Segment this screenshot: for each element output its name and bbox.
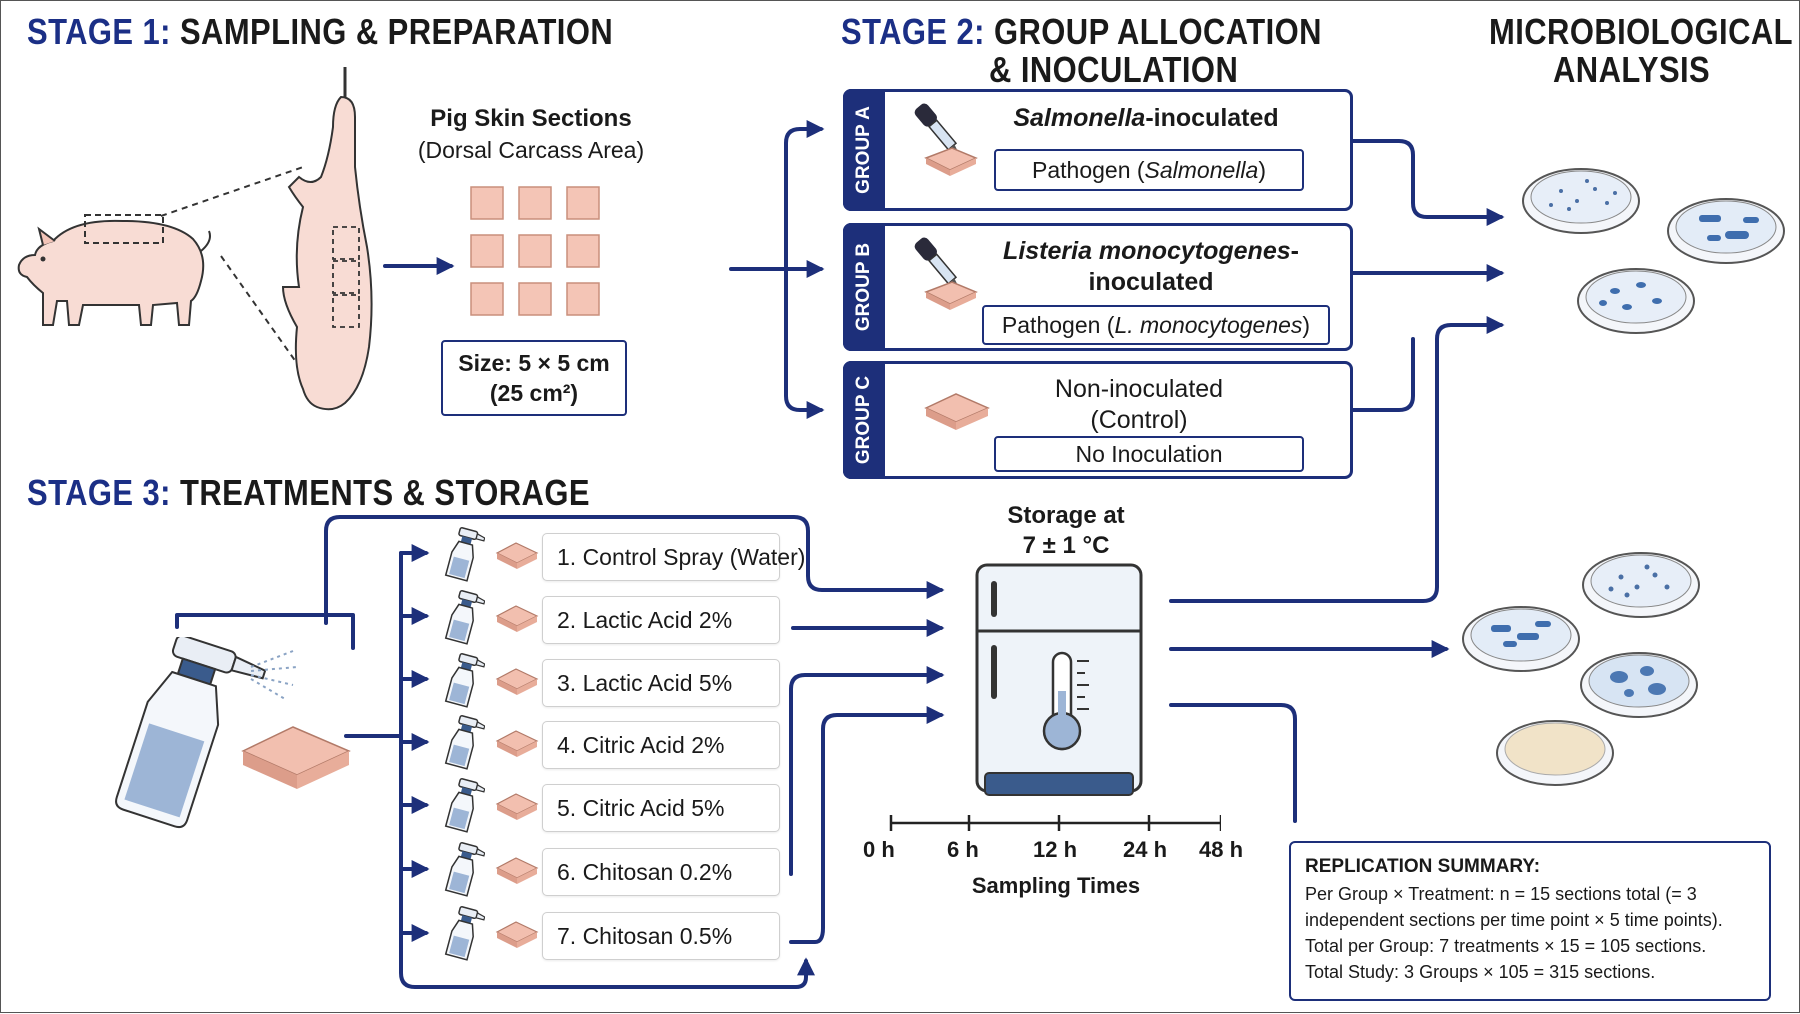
pig-icon	[17, 214, 211, 326]
stage3-title: STAGE 3: TREATMENTS & STORAGE	[27, 472, 590, 514]
hanging-carcass-icon	[281, 67, 373, 411]
petri-dishes-bottom	[1462, 552, 1700, 786]
stage1-number: STAGE 1:	[27, 11, 171, 52]
arrow-group-a-analysis	[1351, 139, 1505, 226]
size-line2: (25 cm²)	[489, 380, 579, 406]
spray-bracket	[175, 613, 355, 650]
group-c-tab: GROUP C	[843, 361, 885, 479]
refrigerator-icon	[975, 563, 1143, 796]
group-c-no-inoculation-box: No Inoculation	[994, 436, 1304, 472]
petri-dishes-top	[1522, 168, 1785, 334]
skin-sample-icon	[495, 668, 539, 695]
size-line1: Size: 5 × 5 cm	[458, 350, 610, 376]
skin-sample-icon	[495, 542, 539, 569]
treatment-label: 6. Chitosan 0.2%	[542, 848, 780, 896]
skin-sample-icon	[495, 605, 539, 632]
stage1-heading: SAMPLING & PREPARATION	[179, 11, 614, 52]
stage2-heading-line1: GROUP ALLOCATION	[993, 11, 1322, 52]
skin-sections-grid	[470, 186, 600, 316]
spray-bottle-icon	[115, 637, 298, 829]
arrow-t7-storage	[789, 706, 945, 944]
arrow-to-group-c	[784, 267, 825, 419]
spray-bottle-icon	[444, 527, 485, 582]
spray-bottle-icon	[444, 715, 485, 770]
replication-line: Total Study: 3 Groups × 105 = 315 sectio…	[1305, 962, 1656, 982]
petri-dish-icon	[1667, 198, 1785, 264]
spray-bottle-icon	[444, 590, 485, 645]
arrow-storage-summary	[1169, 703, 1297, 823]
group-b-tab: GROUP B	[843, 223, 885, 351]
treatment-label: 4. Citric Acid 2%	[542, 721, 780, 769]
storage-line1: Storage at	[1007, 502, 1125, 529]
treatment-label: 7. Chitosan 0.5%	[542, 912, 780, 960]
arrow-to-group-a	[784, 120, 825, 271]
time-24h: 24 h	[1123, 837, 1168, 862]
treatment-label: 1. Control Spray (Water)	[542, 533, 805, 581]
arrow-t6-storage	[789, 666, 945, 876]
arrow-storage-analysis-top	[1169, 316, 1505, 603]
spray-bottle-icon	[444, 842, 485, 897]
group-a-pathogen-box: Pathogen (Salmonella)	[994, 149, 1304, 191]
group-a-title: Salmonella-inoculated	[1013, 104, 1279, 132]
analysis-heading-line1: MICROBIOLOGICAL	[1489, 11, 1793, 52]
petri-dish-icon	[1582, 552, 1700, 618]
dropper-icon	[914, 237, 978, 310]
storage-label: Storage at 7 ± 1 °C	[981, 501, 1151, 561]
analysis-heading-line2: ANALYSIS	[1553, 49, 1711, 90]
stage2-heading-line2: & INOCULATION	[989, 49, 1239, 90]
arrow-loop-control	[324, 515, 945, 625]
treatment-label: 3. Lactic Acid 5%	[542, 659, 780, 707]
skin-sample-icon	[495, 857, 539, 884]
group-b-pathogen-box: Pathogen (L. monocytogenes)	[982, 305, 1330, 345]
sampling-times-label: Sampling Times	[971, 873, 1141, 898]
distributor-bottom-loop	[399, 551, 815, 989]
sampling-timeline	[889, 815, 1221, 831]
time-12h: 12 h	[1033, 837, 1078, 862]
treatment-label: 5. Citric Acid 5%	[542, 784, 780, 832]
skin-sample-icon	[241, 726, 351, 789]
time-48h: 48 h	[1199, 837, 1244, 862]
replication-summary-title: REPLICATION SUMMARY:	[1305, 856, 1541, 877]
replication-line: Per Group × Treatment: n = 15 sections t…	[1305, 884, 1697, 904]
spray-bottle-icon	[444, 653, 485, 708]
stage1-title: STAGE 1: SAMPLING & PREPARATION	[27, 11, 613, 53]
petri-dish-icon	[1580, 652, 1698, 718]
storage-temperature: 7 ± 1 °C	[1022, 532, 1110, 559]
skin-sample-icon	[495, 793, 539, 820]
group-c-card: GROUP C Non-inoculated (Control) No Inoc…	[843, 361, 1353, 479]
group-a-card: GROUP A Salmonella-inoculated Pathogen (…	[843, 89, 1353, 211]
size-box: Size: 5 × 5 cm (25 cm²)	[441, 340, 627, 416]
group-a-tab: GROUP A	[843, 89, 885, 211]
skin-sample-icon	[495, 921, 539, 948]
group-b-title: Listeria monocytogenes- inoculated	[1003, 237, 1299, 296]
petri-dish-icon	[1577, 268, 1695, 334]
dropper-icon	[914, 103, 978, 176]
replication-summary-text: Per Group × Treatment: n = 15 sections t…	[1305, 881, 1769, 985]
stage2-title: STAGE 2: GROUP ALLOCATION	[841, 11, 1322, 53]
time-6h: 6 h	[947, 837, 979, 862]
petri-dish-icon	[1462, 606, 1580, 672]
replication-line: independent sections per time point × 5 …	[1305, 910, 1723, 930]
time-0h: 0 h	[863, 837, 895, 862]
arrow-group-c-analysis	[1351, 337, 1415, 412]
skin-sections-subtitle: (Dorsal Carcass Area)	[417, 137, 645, 163]
treatment-label: 2. Lactic Acid 2%	[542, 596, 780, 644]
stage3-number: STAGE 3:	[27, 472, 171, 513]
skin-sample-icon	[924, 393, 990, 430]
spray-bottle-icon	[444, 778, 485, 833]
stage3-heading: TREATMENTS & STORAGE	[179, 472, 590, 513]
petri-dish-icon	[1522, 168, 1640, 234]
skin-sections-title: Pig Skin Sections	[430, 105, 632, 132]
petri-dish-icon	[1496, 720, 1614, 786]
replication-line: Total per Group: 7 treatments × 15 = 105…	[1305, 936, 1707, 956]
group-b-card: GROUP B Listeria monocytogenes- inoculat…	[843, 223, 1353, 351]
skin-sample-icon	[495, 730, 539, 757]
replication-summary-box: REPLICATION SUMMARY: Per Group × Treatme…	[1289, 841, 1771, 1001]
zoom-lines	[160, 165, 307, 370]
group-c-title: Non-inoculated (Control)	[1054, 375, 1224, 434]
stage2-number: STAGE 2:	[841, 11, 985, 52]
spray-bottle-icon	[444, 906, 485, 961]
